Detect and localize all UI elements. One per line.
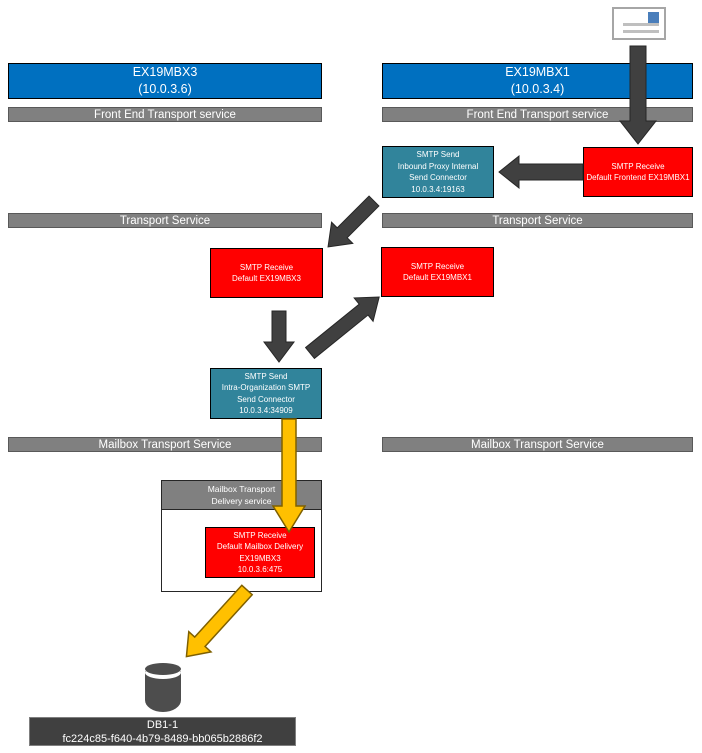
cylinder-top [145, 663, 181, 675]
arrow-receive-mbx3-to-intra-org [263, 310, 295, 363]
node-line: SMTP Receive [233, 530, 287, 540]
bar-label: Mailbox Transport Service [98, 438, 232, 451]
frontend-transport-bar-right: Front End Transport service [382, 107, 693, 122]
server-title: EX19MBX1 [505, 65, 570, 79]
node-smtp-receive-default-frontend: SMTP Receive Default Frontend EX19MBX1 [583, 147, 693, 197]
node-line: Send Connector [409, 173, 467, 182]
node-line: EX19MBX3 [239, 553, 281, 563]
mailbox-transport-bar-right: Mailbox Transport Service [382, 437, 693, 452]
node-line: 10.0.3.4:19163 [411, 184, 465, 194]
arrow-frontend-receive-to-inbound-proxy [498, 154, 584, 190]
node-smtp-send-intra-org: SMTP Send Intra-Organization SMTP Send C… [210, 368, 322, 419]
node-line: SMTP Receive [410, 261, 465, 271]
database-cylinder-icon [145, 663, 181, 712]
node-line: Send Connector [237, 394, 295, 404]
node-line: 10.0.3.4:34909 [239, 406, 293, 415]
node-line: SMTP Receive [239, 262, 294, 272]
mailbox-transport-bar-left: Mailbox Transport Service [8, 437, 322, 452]
database-label: DB1-1 fc224c85-f640-4b79-8489-bb065b2886… [29, 717, 296, 746]
header-line: Delivery service [211, 496, 272, 506]
transport-service-bar-right: Transport Service [382, 213, 693, 228]
server-header-ex19mbx1: EX19MBX1 (10.0.3.4) [382, 63, 693, 99]
node-line: Default EX19MBX1 [403, 273, 472, 282]
node-line: SMTP Receive [611, 161, 665, 171]
node-smtp-receive-default-ex19mbx1: SMTP Receive Default EX19MBX1 [381, 247, 494, 297]
bar-label: Transport Service [492, 214, 583, 227]
envelope-stamp [648, 12, 659, 25]
node-line: SMTP Send [416, 150, 460, 159]
node-line: Default Mailbox Delivery [216, 542, 304, 551]
mailbox-transport-delivery-header: Mailbox Transport Delivery service [162, 481, 321, 510]
envelope-icon [612, 7, 666, 40]
arrow-delivery-to-database [185, 584, 254, 658]
node-line: SMTP Send [244, 371, 288, 381]
node-smtp-receive-mailbox-delivery: SMTP Receive Default Mailbox Delivery EX… [205, 527, 315, 578]
node-line: Inbound Proxy Internal [397, 161, 479, 171]
bar-label: Mailbox Transport Service [471, 438, 604, 451]
envelope-text-line [623, 30, 659, 33]
bar-label: Front End Transport service [94, 108, 236, 121]
node-line: Default Frontend EX19MBX1 [586, 173, 690, 182]
server-title: EX19MBX3 [132, 65, 198, 79]
database-name: DB1-1 [146, 718, 179, 731]
bar-label: Front End Transport service [466, 108, 609, 121]
frontend-transport-bar-left: Front End Transport service [8, 107, 322, 122]
envelope-text-line [623, 23, 659, 26]
arrow-inbound-proxy-to-receive-mbx3 [327, 195, 380, 248]
server-header-ex19mbx3: EX19MBX3 (10.0.3.6) [8, 63, 322, 99]
database-guid: fc224c85-f640-4b79-8489-bb065b2886f2 [62, 732, 263, 745]
transport-service-bar-left: Transport Service [8, 213, 322, 228]
node-line: 10.0.3.6:475 [237, 565, 283, 574]
node-smtp-send-inbound-proxy: SMTP Send Inbound Proxy Internal Send Co… [382, 146, 494, 198]
node-smtp-receive-default-ex19mbx3: SMTP Receive Default EX19MBX3 [210, 248, 323, 298]
server-ip: (10.0.3.6) [138, 82, 192, 96]
header-line: Mailbox Transport [207, 484, 276, 494]
server-ip: (10.0.3.4) [510, 82, 565, 96]
node-line: Default EX19MBX3 [232, 274, 301, 283]
node-line: Intra-Organization SMTP [221, 383, 311, 392]
bar-label: Transport Service [119, 214, 211, 227]
